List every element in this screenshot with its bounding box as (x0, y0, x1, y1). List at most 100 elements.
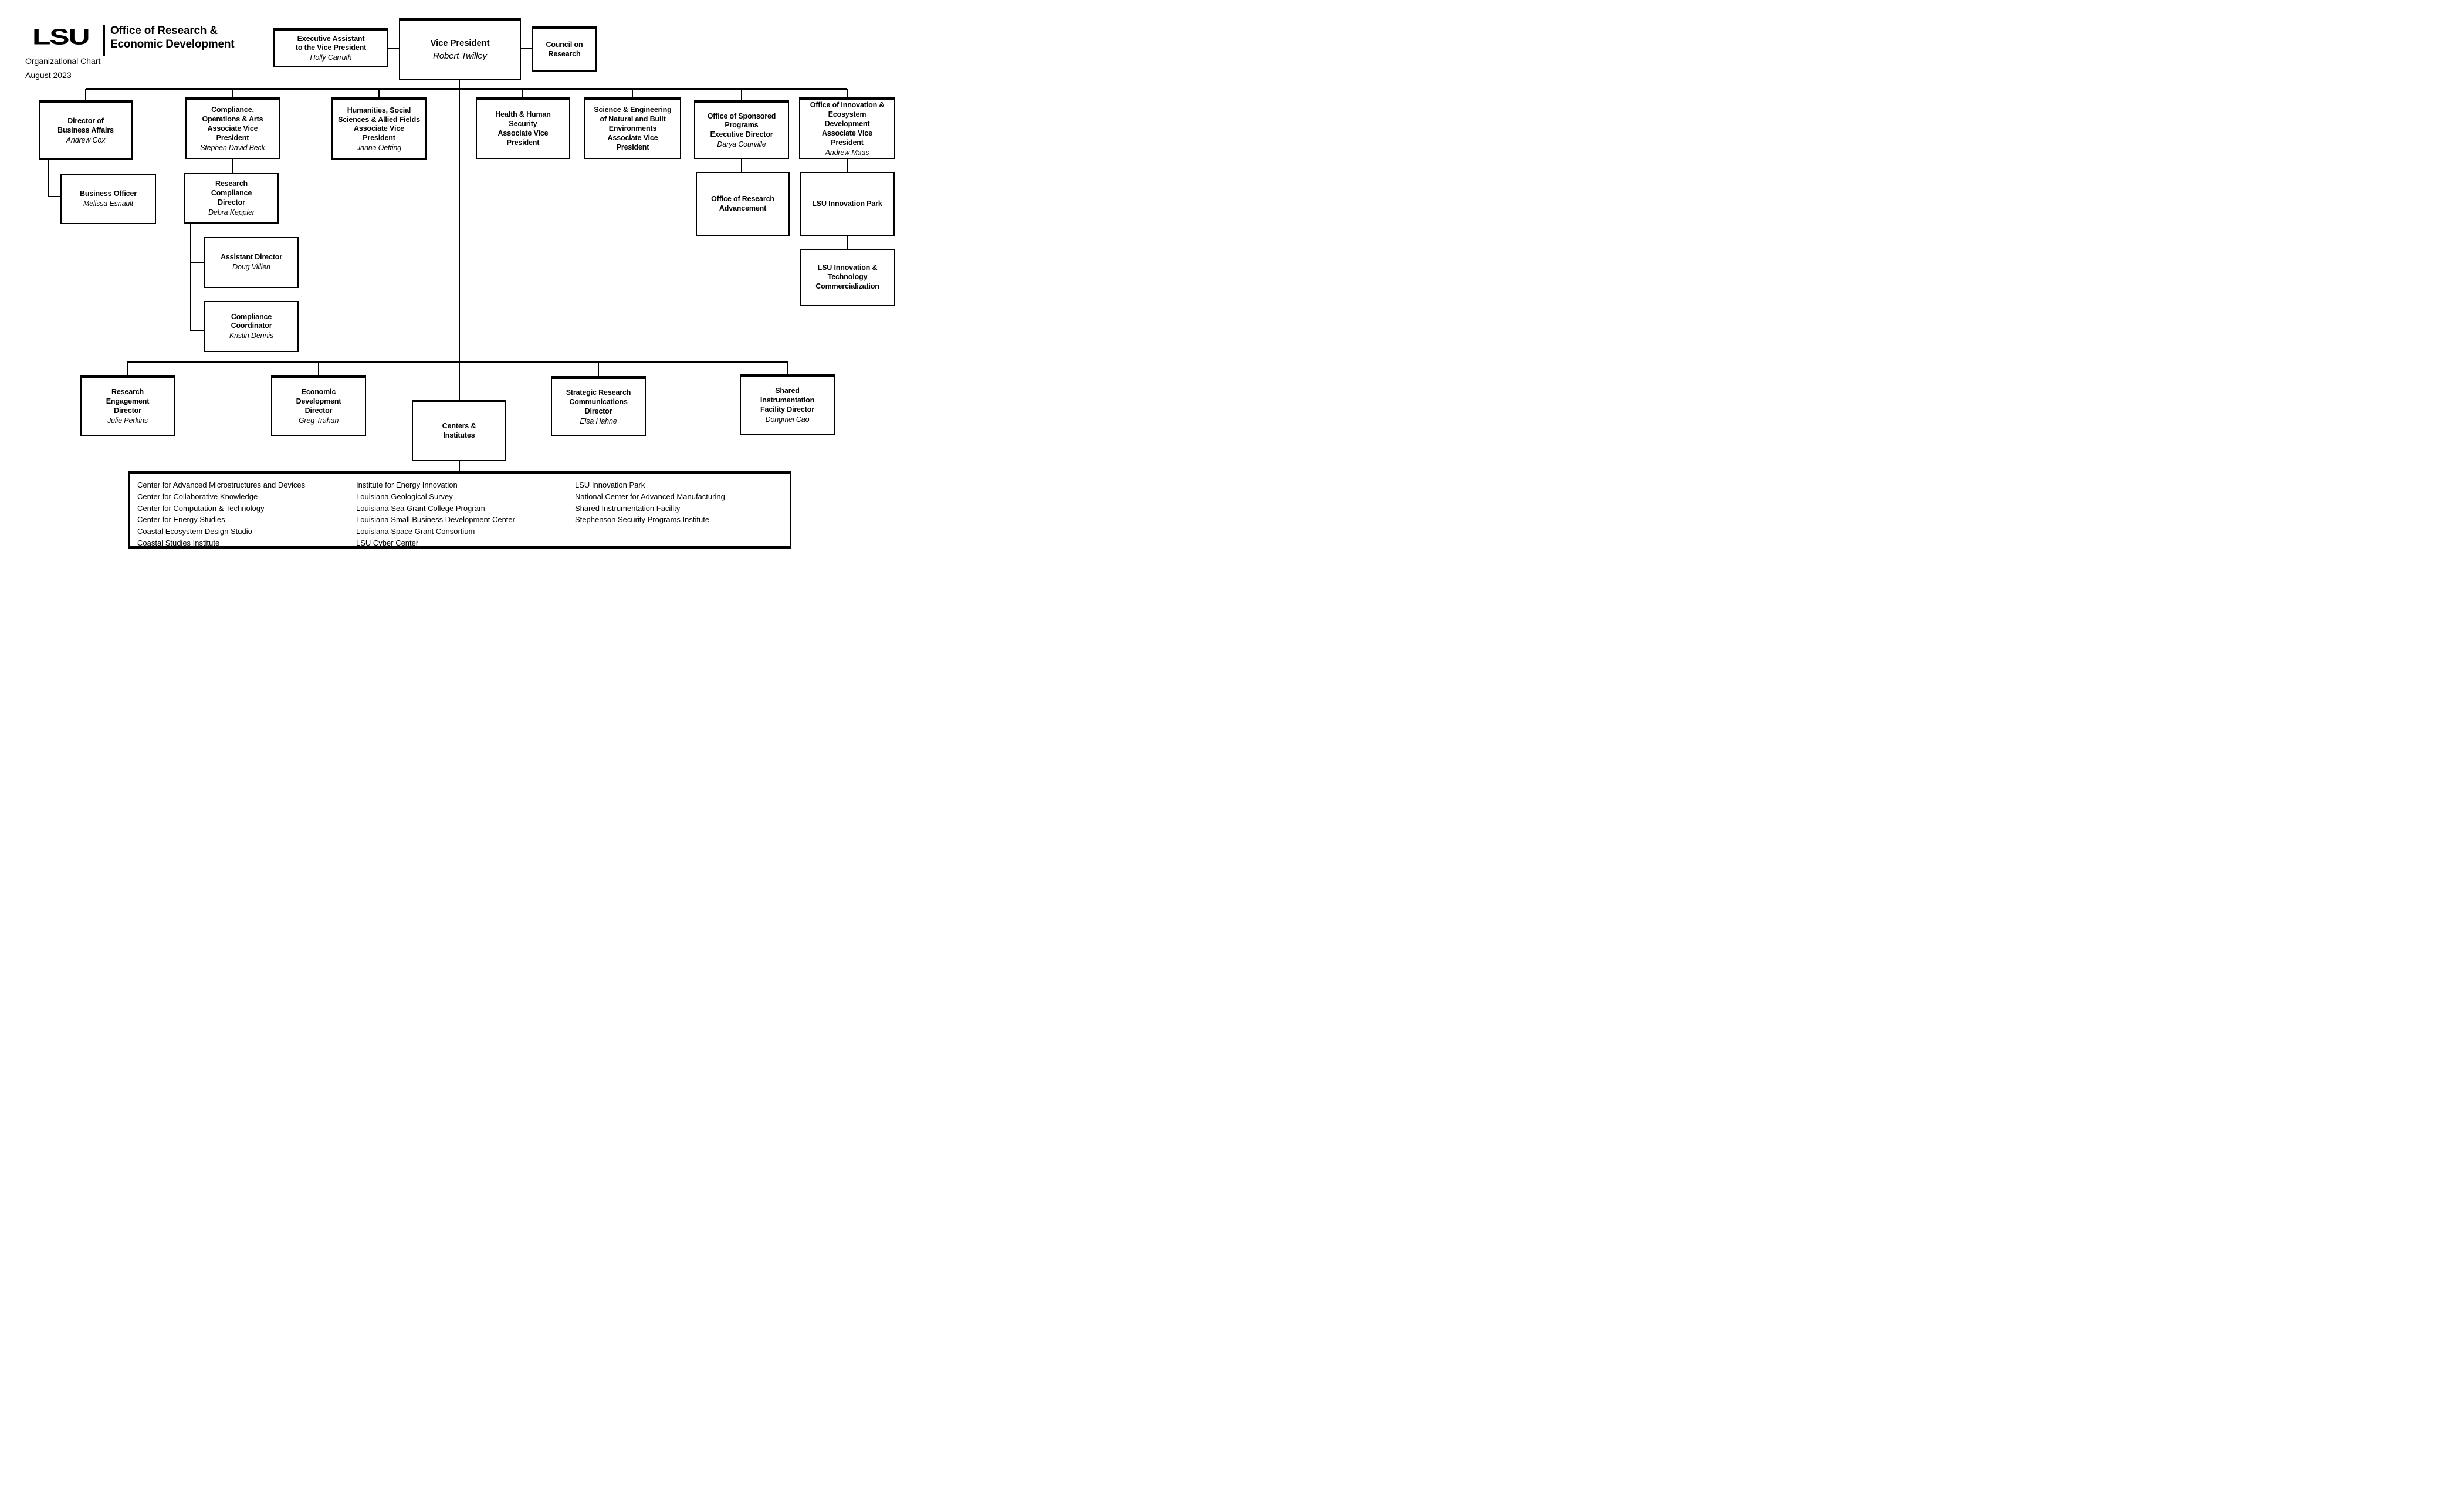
connector-sponsored-to-research-advancement (741, 159, 742, 172)
lsu-logo: LSU (32, 24, 90, 49)
connector-drop-compliance-avp (232, 89, 233, 97)
logo-divider (103, 25, 105, 56)
centers-list-item: Louisiana Space Grant Consortium (356, 527, 475, 536)
org-box-innovation-ecosystem-avp: Office of Innovation & Ecosystem Develop… (799, 97, 895, 159)
connector-vp-council (521, 48, 532, 49)
centers-institutes-title: Centers & Institutes (442, 422, 476, 439)
innovation-ecosystem-avp-name: Andrew Maas (825, 148, 869, 157)
connector-drop-economic-development (318, 362, 319, 375)
centers-list-item: Coastal Ecosystem Design Studio (137, 527, 252, 536)
centers-list-item: Shared Instrumentation Facility (575, 503, 681, 513)
executive-assistant-name: Holly Carruth (310, 53, 352, 62)
centers-list-item: Coastal Studies Institute (137, 538, 220, 547)
org-box-humanities-avp: Humanities, Social Sciences & Allied Fie… (331, 97, 427, 160)
connector-drop-shared-instrumentation (787, 362, 788, 374)
org-box-compliance-coordinator: Compliance Coordinator Kristin Dennis (204, 301, 299, 352)
centers-list-col1: Center for Advanced Microstructures and … (137, 479, 305, 549)
org-box-health-human-security-avp: Health & Human Security Associate Vice P… (476, 97, 570, 159)
research-engagement-director-name: Julie Perkins (107, 416, 148, 425)
connector-exec-assistant-vp (388, 48, 399, 49)
innovation-tech-commercialization-title: LSU Innovation & Technology Commercializ… (815, 263, 879, 290)
connector-drop-health-avp (522, 89, 523, 97)
chart-type-label: Organizational Chart (25, 56, 101, 66)
economic-development-director-title: Economic Development Director (296, 388, 341, 415)
vice-president-title: Vice President (430, 38, 490, 49)
page-title-line2: Economic Development (110, 38, 235, 50)
connector-innovation-to-park (847, 159, 848, 172)
business-officer-title: Business Officer (80, 189, 137, 198)
research-engagement-director-title: Research Engagement Director (106, 388, 150, 415)
connector-drop-innovation-avp (847, 89, 848, 97)
connector-centers-to-list (459, 461, 460, 471)
director-business-affairs-name: Andrew Cox (66, 136, 106, 144)
centers-list-item: Louisiana Geological Survey (356, 492, 453, 501)
compliance-coordinator-name: Kristin Dennis (229, 331, 273, 340)
centers-list-col2: Institute for Energy Innovation Louisian… (356, 479, 515, 549)
compliance-ops-arts-avp-name: Stephen David Beck (200, 143, 265, 152)
page-title: Office of Research & Economic Developmen… (110, 24, 235, 51)
connector-row3-bus (127, 361, 788, 363)
centers-list-item: Stephenson Security Programs Institute (575, 515, 710, 524)
org-box-science-engineering-avp: Science & Engineering of Natural and Bui… (584, 97, 681, 159)
centers-list-item: Center for Collaborative Knowledge (137, 492, 258, 501)
innovation-ecosystem-avp-title: Office of Innovation & Ecosystem Develop… (810, 101, 885, 147)
innovation-park-title: LSU Innovation Park (812, 199, 882, 208)
connector-drop-business-affairs (85, 89, 86, 100)
chart-date-label: August 2023 (25, 70, 72, 80)
compliance-coordinator-title: Compliance Coordinator (231, 312, 272, 330)
connector-park-to-commercialization (847, 236, 848, 249)
health-human-security-avp-title: Health & Human Security Associate Vice P… (495, 110, 551, 147)
org-box-research-advancement: Office of Research Advancement (696, 172, 790, 236)
research-compliance-director-title: Research Compliance Director (211, 180, 252, 207)
humanities-avp-name: Janna Oetting (357, 144, 401, 153)
org-box-shared-instrumentation-facility-director: Shared Instrumentation Facility Director… (740, 374, 835, 435)
org-box-centers-institutes: Centers & Institutes (412, 400, 506, 461)
centers-list-item: National Center for Advanced Manufacturi… (575, 492, 725, 501)
director-business-affairs-title: Director of Business Affairs (57, 117, 114, 134)
org-box-innovation-park: LSU Innovation Park (800, 172, 895, 236)
org-box-assistant-director: Assistant Director Doug Villien (204, 237, 299, 288)
centers-list-item: LSU Cyber Center (356, 538, 419, 547)
centers-list-item: Louisiana Small Business Development Cen… (356, 515, 515, 524)
centers-list-item: Center for Computation & Technology (137, 503, 265, 513)
connector-business-affairs-elbow-h (48, 196, 60, 197)
org-box-compliance-ops-arts-avp: Compliance, Operations & Arts Associate … (185, 97, 280, 159)
assistant-director-title: Assistant Director (221, 253, 282, 262)
centers-institutes-list: Center for Advanced Microstructures and … (128, 471, 791, 549)
economic-development-director-name: Greg Trahan (298, 416, 339, 425)
compliance-ops-arts-avp-title: Compliance, Operations & Arts Associate … (202, 106, 263, 142)
sponsored-programs-ed-name: Darya Courville (717, 140, 766, 149)
org-box-executive-assistant: Executive Assistant to the Vice Presiden… (273, 28, 388, 67)
humanities-avp-title: Humanities, Social Sciences & Allied Fie… (338, 106, 420, 143)
centers-list-item: Institute for Energy Innovation (356, 480, 458, 489)
research-compliance-director-name: Debra Keppler (208, 208, 255, 216)
business-officer-name: Melissa Esnault (83, 199, 134, 208)
org-box-council-on-research: Council on Research (532, 26, 597, 72)
centers-list-item: LSU Innovation Park (575, 480, 645, 489)
connector-drop-science-avp (632, 89, 633, 97)
connector-drop-strategic-communications (598, 362, 599, 376)
centers-list-item: Center for Energy Studies (137, 515, 225, 524)
vice-president-name: Robert Twilley (433, 51, 487, 61)
executive-assistant-title: Executive Assistant to the Vice Presiden… (295, 34, 367, 52)
centers-list-col3: LSU Innovation Park National Center for … (575, 479, 725, 526)
assistant-director-name: Doug Villien (232, 263, 270, 272)
org-box-research-engagement-director: Research Engagement Director Julie Perki… (80, 375, 175, 436)
connector-drop-sponsored-programs (741, 89, 742, 100)
research-advancement-title: Office of Research Advancement (711, 194, 774, 212)
org-chart-page: LSU Office of Research & Economic Develo… (0, 0, 915, 557)
connector-drop-humanities-avp (378, 89, 380, 97)
centers-list-item: Louisiana Sea Grant College Program (356, 503, 485, 513)
strategic-research-communications-director-name: Elsa Hahne (580, 417, 617, 425)
org-box-economic-development-director: Economic Development Director Greg Traha… (271, 375, 366, 436)
connector-branch-assistant-director (190, 262, 204, 263)
strategic-research-communications-director-title: Strategic Research Communications Direct… (566, 388, 631, 415)
connector-branch-compliance-coordinator (190, 330, 204, 331)
org-box-sponsored-programs-ed: Office of Sponsored Programs Executive D… (694, 100, 789, 159)
connector-drop-research-engagement (127, 362, 128, 375)
org-box-research-compliance-director: Research Compliance Director Debra Keppl… (184, 173, 279, 224)
council-on-research-title: Council on Research (546, 40, 583, 58)
connector-vp-trunk (459, 80, 460, 400)
shared-instrumentation-facility-director-title: Shared Instrumentation Facility Director (760, 387, 815, 414)
org-box-strategic-research-communications-director: Strategic Research Communications Direct… (551, 376, 646, 436)
